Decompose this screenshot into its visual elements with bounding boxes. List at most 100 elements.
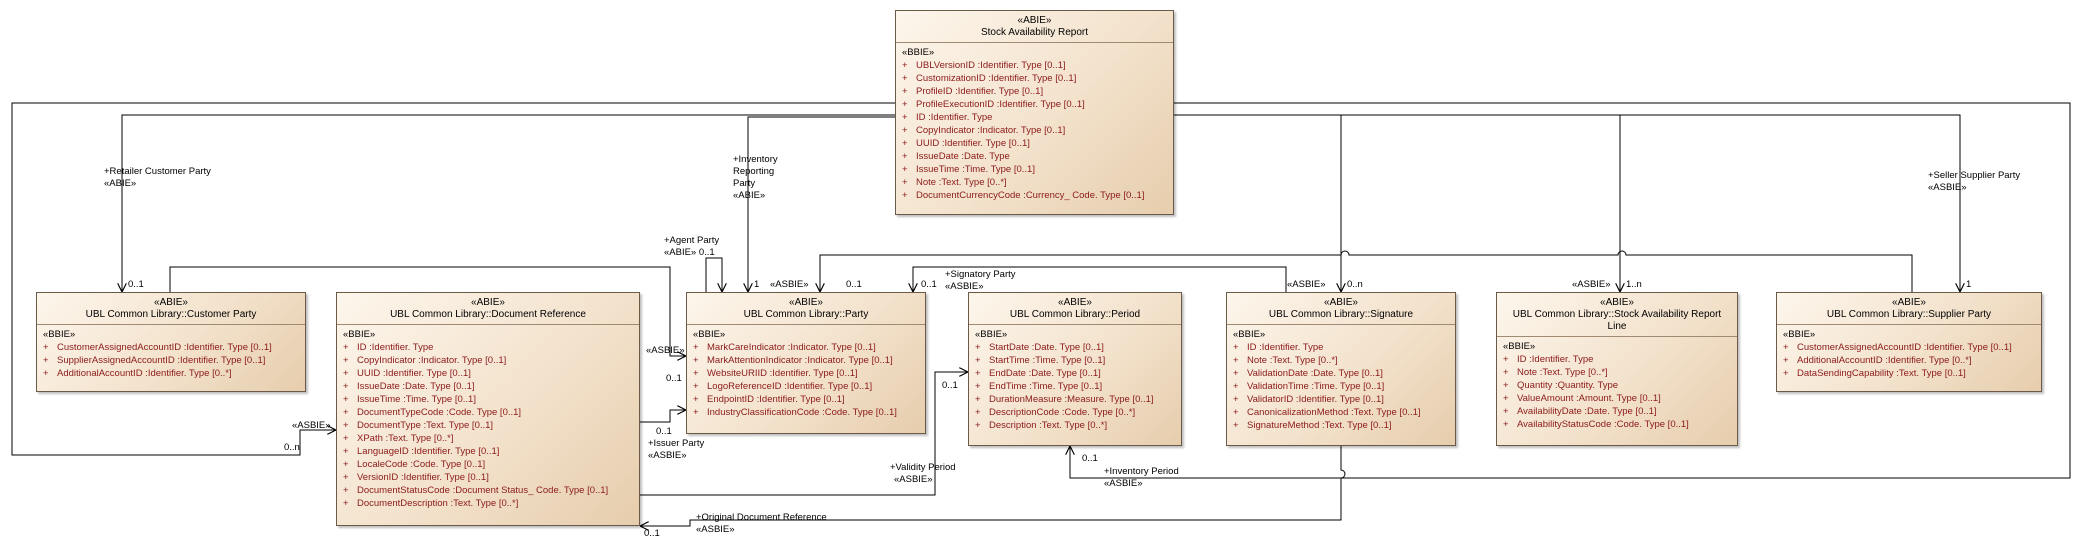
label-validity-role: +Validity Period — [890, 462, 956, 473]
visibility-public: + — [1503, 354, 1509, 365]
label-issuer-multiplicity: 0..1 — [656, 426, 672, 437]
attribute-row: +SignatureMethod :Text. Type [0..1] — [1227, 419, 1455, 432]
attribute-row: +IssueTime :Time. Type [0..1] — [896, 163, 1173, 176]
attribute-text: XPath :Text. Type [0..*] — [357, 433, 454, 444]
attribute-text: AdditionalAccountID :Identifier. Type [0… — [1797, 355, 1972, 366]
label-agent-stereotype: «ABIE» 0..1 — [664, 247, 715, 258]
attribute-row: +EndpointID :Identifier. Type [0..1] — [687, 393, 925, 406]
label-agent-role: +Agent Party — [664, 235, 720, 246]
visibility-public: + — [902, 73, 908, 84]
attribute-row: + AdditionalAccountID :Identifier. Type [… — [1777, 354, 2041, 367]
attribute-row: +LocaleCode :Code. Type [0..1] — [337, 458, 639, 471]
visibility-public: + — [1503, 367, 1509, 378]
attribute-row: +ID :Identifier. Type — [896, 111, 1173, 124]
attribute-row: + DocumentDescription :Text. Type [0..*] — [337, 497, 639, 510]
label-party-multiplicity-left: 0..1 — [666, 373, 682, 384]
visibility-public: + — [693, 342, 699, 353]
attribute-row: +StartTime :Time. Type [0..1] — [969, 354, 1181, 367]
attribute-text: CopyIndicator :Indicator. Type [0..1] — [357, 355, 507, 366]
attribute-text: DescriptionCode :Code. Type [0..*] — [989, 407, 1136, 418]
class-stock-availability-report[interactable]: «ABIE» Stock Availability Report «BBIE» … — [895, 10, 1174, 215]
attribute-row: +UUID :Identifier. Type [0..1] — [337, 367, 639, 380]
attribute-text: ProfileID :Identifier. Type [0..1] — [916, 86, 1044, 97]
class-party[interactable]: «ABIE» UBL Common Library::Party «BBIE» … — [686, 292, 926, 434]
label-seller-role: +Seller Supplier Party — [1928, 170, 2021, 181]
attribute-section: «BBIE» +CustomerAssignedAccountID :Ident… — [37, 325, 305, 382]
assoc-inventory-reporting-party — [748, 116, 895, 292]
attribute-text: VersionID :Identifier. Type [0..1] — [357, 472, 489, 483]
attribute-text: AdditionalAccountID :Identifier. Type [0… — [57, 368, 232, 379]
attribute-text: AvailabilityDate :Date. Type [0..1] — [1517, 406, 1657, 417]
visibility-public: + — [1233, 368, 1239, 379]
section-stereotype: «BBIE» — [902, 47, 935, 58]
visibility-public: + — [1233, 394, 1239, 405]
visibility-public: + — [1503, 393, 1509, 404]
class-period[interactable]: «ABIE» UBL Common Library::Period «BBIE»… — [968, 292, 1182, 446]
visibility-public: + — [902, 138, 908, 149]
attribute-text: CustomizationID :Identifier. Type [0..1] — [916, 73, 1077, 84]
label-party-asbie-top: «ASBIE» — [770, 279, 809, 290]
visibility-public: + — [343, 355, 349, 366]
attribute-row: +AvailabilityDate :Date. Type [0..1] — [1497, 405, 1737, 418]
attribute-text: DurationMeasure :Measure. Type [0..1] — [989, 394, 1154, 405]
visibility-public: + — [343, 368, 349, 379]
class-header: «ABIE» Stock Availability Report — [896, 11, 1173, 43]
class-customer-party[interactable]: «ABIE» UBL Common Library::Customer Part… — [36, 292, 306, 392]
attribute-list: +UBLVersionID :Identifier. Type [0..1]+C… — [896, 59, 1173, 202]
class-header: «ABIE» UBL Common Library::Signature — [1227, 293, 1455, 325]
attribute-text: CopyIndicator :Indicator. Type [0..1] — [916, 125, 1066, 136]
attribute-text: StartDate :Date. Type [0..1] — [989, 342, 1104, 353]
stereotype-label: «ABIE» — [154, 297, 188, 308]
attribute-row: +IssueTime :Time. Type [0..1] — [337, 393, 639, 406]
attribute-row: +DocumentTypeCode :Code. Type [0..1] — [337, 406, 639, 419]
attribute-text: MarkAttentionIndicator :Indicator. Type … — [707, 355, 893, 366]
visibility-public: + — [343, 498, 349, 509]
attribute-row: +CustomerAssignedAccountID :Identifier. … — [37, 341, 305, 354]
class-supplier-party[interactable]: «ABIE» UBL Common Library::Supplier Part… — [1776, 292, 2042, 392]
attribute-text: IssueTime :Time. Type [0..1] — [357, 394, 476, 405]
visibility-public: + — [1783, 355, 1789, 366]
class-header: «ABIE» UBL Common Library::Customer Part… — [37, 293, 305, 325]
label-inventory-period-role: +Inventory Period — [1104, 466, 1179, 477]
attribute-row: +DocumentType :Text. Type [0..1] — [337, 419, 639, 432]
attribute-text: ID :Identifier. Type — [1247, 342, 1324, 353]
visibility-public: + — [343, 472, 349, 483]
attribute-row: +IndustryClassificationCode :Code. Type … — [687, 406, 925, 419]
attribute-row: +IssueDate :Date. Type [0..1] — [337, 380, 639, 393]
attribute-row: + ValidationDate :Date. Type [0..1] — [1227, 367, 1455, 380]
visibility-public: + — [43, 342, 49, 353]
attribute-row: +MarkCareIndicator :Indicator. Type [0..… — [687, 341, 925, 354]
class-signature[interactable]: «ABIE» UBL Common Library::Signature «BB… — [1226, 292, 1456, 446]
attribute-text: ID :Identifier. Type — [916, 112, 993, 123]
attribute-row: + VersionID :Identifier. Type [0..1] — [337, 471, 639, 484]
class-stock-availability-report-line[interactable]: «ABIE» UBL Common Library::Stock Availab… — [1496, 292, 1738, 446]
visibility-public: + — [693, 368, 699, 379]
visibility-public: + — [902, 86, 908, 97]
class-header: «ABIE» UBL Common Library::Party — [687, 293, 925, 325]
attribute-text: DocumentStatusCode :Document Status_ Cod… — [357, 485, 609, 496]
attribute-text: AvailabilityStatusCode :Code. Type [0..1… — [1517, 419, 1689, 430]
attribute-row: +DurationMeasure :Measure. Type [0..1] — [969, 393, 1181, 406]
attribute-text: EndpointID :Identifier. Type [0..1] — [707, 394, 845, 405]
label-docref-asbie: «ASBIE» — [292, 420, 331, 431]
attribute-text: SignatureMethod :Text. Type [0..1] — [1247, 420, 1392, 431]
attribute-text: DocumentDescription :Text. Type [0..*] — [357, 498, 519, 509]
visibility-public: + — [43, 368, 49, 379]
assoc-customer-to-party — [169, 266, 686, 356]
attribute-section: «BBIE» +ID :Identifier. Type+Note :Text.… — [1497, 337, 1737, 433]
class-name: UBL Common Library::Party — [743, 309, 869, 320]
attribute-text: ValidationDate :Date. Type [0..1] — [1247, 368, 1383, 379]
attribute-row: +EndDate :Date. Type [0..1] — [969, 367, 1181, 380]
attribute-row: +CanonicalizationMethod :Text. Type [0..… — [1227, 406, 1455, 419]
attribute-row: +Note :Text. Type [0..*] — [1227, 354, 1455, 367]
attribute-text: EndTime :Time. Type [0..1] — [989, 381, 1103, 392]
visibility-public: + — [693, 355, 699, 366]
class-document-reference[interactable]: «ABIE» UBL Common Library::Document Refe… — [336, 292, 640, 526]
label-inventory-stereotype: «ABIE» — [733, 190, 766, 201]
class-name: UBL Common Library::Period — [1009, 309, 1141, 320]
label-docref-multiplicity: 0..n — [284, 442, 300, 453]
attribute-text: LanguageID :Identifier. Type [0..1] — [357, 446, 500, 457]
attribute-text: DocumentType :Text. Type [0..1] — [357, 420, 494, 431]
visibility-public: + — [343, 381, 349, 392]
attribute-row: +StartDate :Date. Type [0..1] — [969, 341, 1181, 354]
